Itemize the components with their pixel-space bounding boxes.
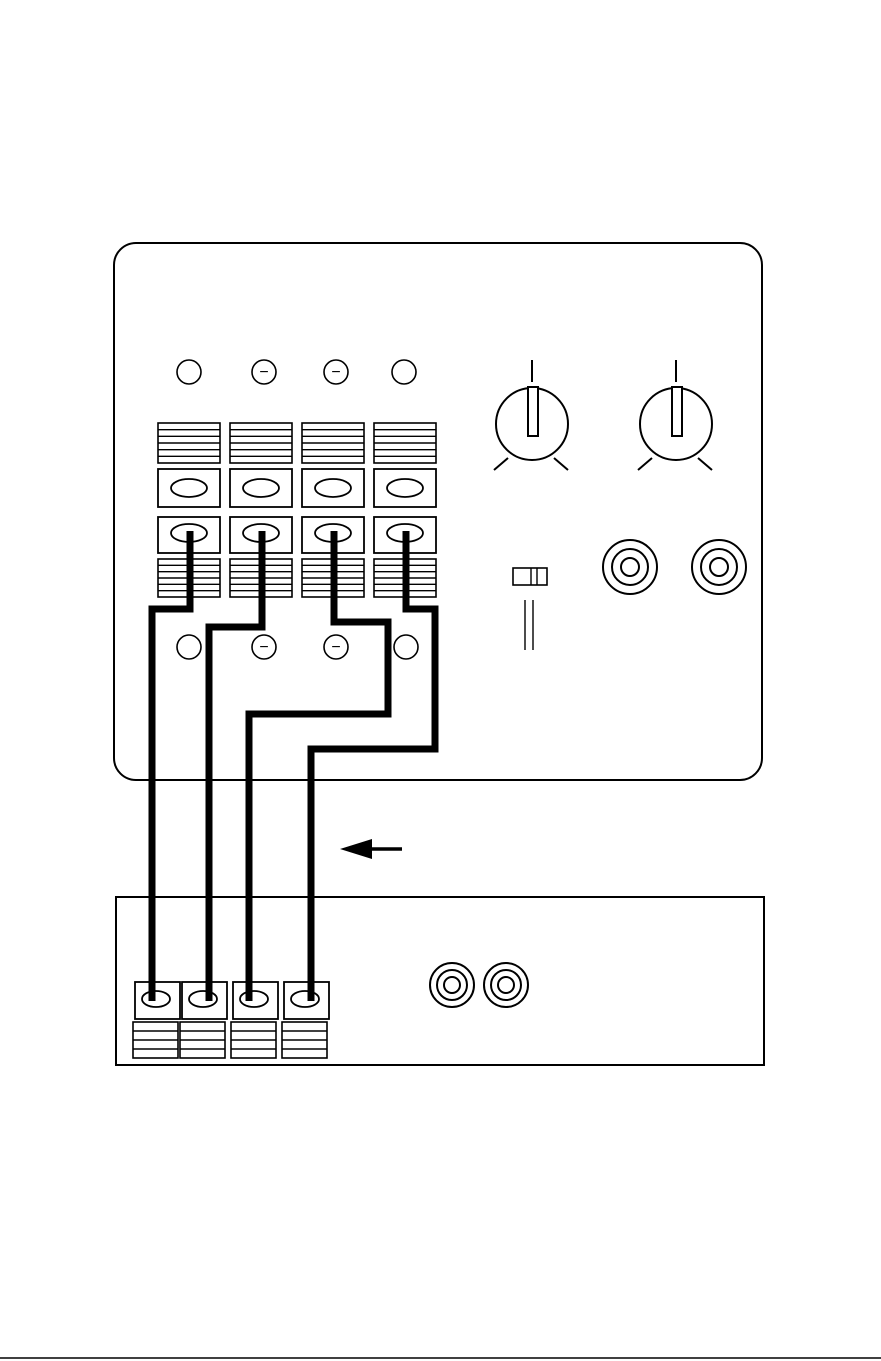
receiver-cable-end-3 [246,987,253,1001]
sub-cable-end-4 [403,531,410,541]
receiver-rca-jack-left[interactable] [430,963,474,1007]
speaker-cable-1 [152,532,190,1000]
top-marker-2-negative-icon: − [252,360,276,384]
bottom-polarity-markers: − − [177,635,418,659]
top-marker-3-negative-icon: − [324,360,348,384]
sub-cable-end-2 [259,531,266,541]
left-arrow-icon [340,839,402,859]
speaker-cable-2 [209,532,262,1000]
receiver-panel [116,897,764,1065]
receiver-terminal-strip [133,982,329,1058]
bottom-marker-4 [394,635,418,659]
receiver-cable-end-4 [308,987,315,1001]
speaker-cable-4 [311,532,435,1000]
bottom-marker-3-negative-icon: − [324,635,348,659]
top-marker-1 [177,360,201,384]
receiver-terminal-3[interactable] [231,982,278,1058]
receiver-cable-end-1 [149,987,156,1001]
sub-cable-end-3 [331,531,338,541]
speaker-cable-3 [249,532,388,1000]
receiver-terminal-1[interactable] [133,982,180,1058]
toggle-switch[interactable] [513,568,547,650]
svg-text:−: − [259,364,268,381]
svg-text:−: − [259,639,268,656]
receiver-rca-jack-right[interactable] [484,963,528,1007]
bottom-marker-1 [177,635,201,659]
receiver-cable-end-2 [206,987,213,1001]
receiver-terminal-2[interactable] [180,982,227,1058]
sub-rca-jack-right[interactable] [692,540,746,594]
svg-text:−: − [331,364,340,381]
svg-text:−: − [331,639,340,656]
sub-rca-jack-left[interactable] [603,540,657,594]
top-marker-4 [392,360,416,384]
crossover-knob[interactable] [638,360,712,470]
receiver-terminal-4[interactable] [282,982,329,1058]
bottom-marker-2-negative-icon: − [252,635,276,659]
sub-terminal-strip [158,423,436,597]
speaker-cables [152,532,435,1000]
sub-cable-end-1 [187,531,194,541]
top-polarity-markers: − − [177,360,416,384]
level-knob[interactable] [494,360,568,470]
